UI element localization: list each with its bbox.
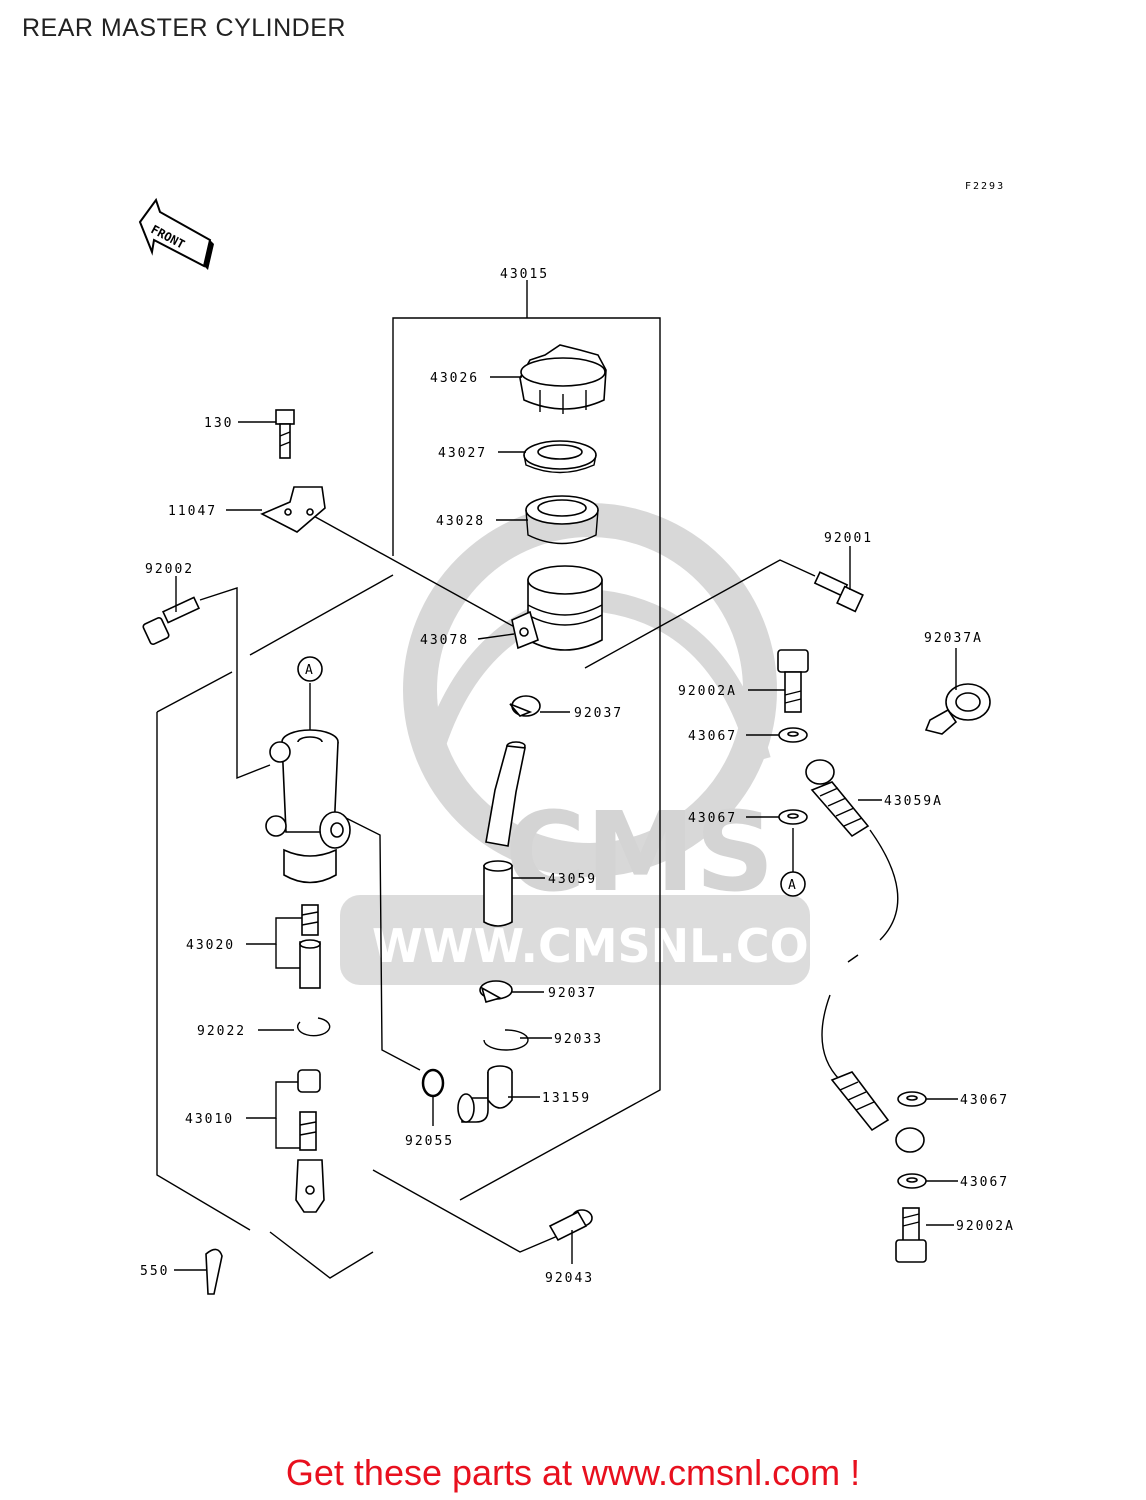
diaphragm-plate-43027	[523, 440, 597, 474]
cotter-pin-550	[205, 1248, 223, 1295]
hose-clamp-92037-low	[479, 980, 513, 1003]
part-label-11047: 11047	[168, 504, 217, 519]
part-label-13159: 13159	[542, 1091, 591, 1106]
part-label-92037-top: 92037	[574, 706, 623, 721]
part-label-92037-low: 92037	[548, 986, 597, 1001]
clamp-92037A	[924, 683, 991, 735]
reservoir-43078	[511, 565, 603, 651]
part-label-92055: 92055	[405, 1134, 454, 1149]
banjo-bolt-92002A-top	[777, 649, 809, 713]
part-label-43067-b: 43067	[688, 811, 737, 826]
clevis-pin-92043	[548, 1209, 593, 1242]
part-label-92002: 92002	[145, 562, 194, 577]
elbow-fitting-13159	[457, 1065, 513, 1123]
reservoir-hose-43059	[483, 741, 526, 927]
part-labels: 43015 43026 43027 43028 43078 130 11047 …	[140, 267, 1015, 1286]
washer-43067-c	[897, 1091, 927, 1107]
banjo-bolt-92002A-bottom	[895, 1207, 927, 1263]
part-label-43020: 43020	[186, 938, 235, 953]
part-label-92033: 92033	[554, 1032, 603, 1047]
part-label-43059A: 43059A	[884, 794, 943, 809]
watermark-url: WWW.CMSNL.COM	[372, 919, 855, 973]
front-arrow-icon: FRONT	[138, 197, 214, 270]
watermark-logo-text: CMS	[505, 788, 774, 916]
page-title: REAR MASTER CYLINDER	[22, 14, 346, 42]
part-label-130: 130	[204, 416, 233, 431]
bracket-11047	[260, 486, 326, 533]
part-label-43078: 43078	[420, 633, 469, 648]
parts-diagram: CMS WWW.CMSNL.COM F2293 FRONT	[138, 181, 1015, 1295]
part-label-43010: 43010	[185, 1112, 234, 1127]
part-label-92002A-bottom: 92002A	[956, 1219, 1015, 1234]
part-label-43015: 43015	[500, 267, 549, 282]
piston-assembly-43010	[295, 1069, 325, 1213]
part-label-43027: 43027	[438, 446, 487, 461]
part-label-43067-a: 43067	[688, 729, 737, 744]
part-label-43067-c: 43067	[960, 1093, 1009, 1108]
circlip-92022	[297, 1017, 331, 1037]
part-label-92022: 92022	[197, 1024, 246, 1039]
bolt-92001	[813, 571, 864, 613]
brake-hose-43059A	[805, 759, 925, 1153]
hose-clamp-92037-top	[509, 695, 541, 717]
circlip-92033	[483, 1029, 529, 1051]
bolt-92002	[142, 596, 201, 646]
reference-mark-a-right: A	[780, 871, 806, 897]
washer-43067-b	[778, 809, 808, 825]
part-label-550: 550	[140, 1264, 169, 1279]
get-parts-link[interactable]: Get these parts at www.cmsnl.com !	[285, 1452, 861, 1493]
washer-43067-a	[778, 727, 808, 743]
master-cylinder-body	[265, 729, 351, 884]
svg-text:A: A	[788, 878, 798, 893]
part-label-43026: 43026	[430, 371, 479, 386]
leader-lines	[174, 376, 958, 1271]
reference-mark-a-left: A	[297, 656, 323, 682]
part-label-43067-d: 43067	[960, 1175, 1009, 1190]
part-label-92002A-top: 92002A	[678, 684, 737, 699]
washer-43067-d	[897, 1173, 927, 1189]
part-label-92001: 92001	[824, 531, 873, 546]
part-label-43028: 43028	[436, 514, 485, 529]
assembly-outlines	[156, 280, 899, 1279]
part-label-43059: 43059	[548, 872, 597, 887]
diaphragm-43028	[525, 495, 599, 545]
figure-code: F2293	[965, 181, 1005, 192]
part-label-92043: 92043	[545, 1271, 594, 1286]
svg-text:A: A	[305, 663, 315, 678]
cms-watermark: CMS WWW.CMSNL.COM	[340, 503, 855, 985]
reservoir-cap-43026	[519, 344, 607, 414]
part-label-92037A: 92037A	[924, 631, 983, 646]
bolt-130	[275, 409, 295, 459]
connector-43020	[299, 904, 321, 989]
o-ring-92055	[421, 1068, 445, 1098]
